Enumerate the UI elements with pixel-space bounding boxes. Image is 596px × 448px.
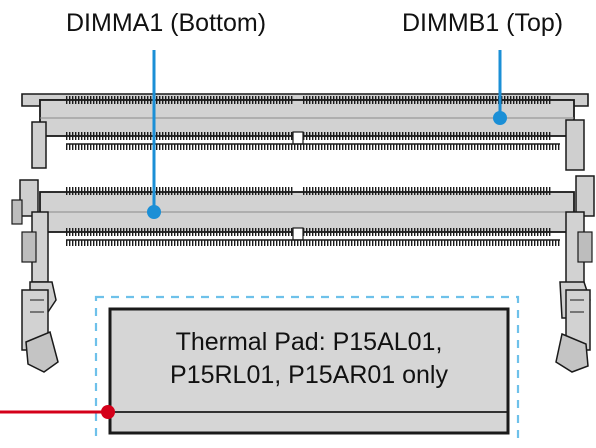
callout-dot-thermal-pad [101,405,115,419]
dimm-slot-b1 [21,93,589,150]
right-latches [555,119,595,373]
dimm-slot-a1 [39,187,575,246]
label-dimma1-bottom: DIMMA1 (Bottom) [66,9,267,37]
label-dimmb1-top: DIMMB1 (Top) [402,9,564,37]
thermal-pad-label-line2: P15RL01, P15AR01 only [170,361,448,389]
thermal-pad-label-line1: Thermal Pad: P15AL01, [175,328,443,356]
left-latches [11,121,59,373]
callout-dot-dimmb1 [493,111,507,125]
callout-dot-dimma1 [147,205,161,219]
